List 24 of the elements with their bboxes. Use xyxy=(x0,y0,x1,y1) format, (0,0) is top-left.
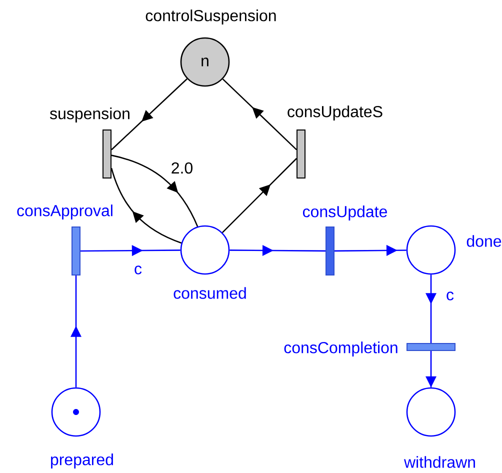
arc xyxy=(230,244,326,256)
arc xyxy=(111,154,198,227)
arc xyxy=(222,78,297,150)
arc xyxy=(222,158,297,234)
node-label: consUpdateS xyxy=(288,106,382,120)
edge-label: c xyxy=(133,264,143,276)
arc xyxy=(426,274,436,343)
edge-label: 2.0 xyxy=(170,161,194,175)
node-label: withdrawn xyxy=(404,456,475,468)
arc xyxy=(111,78,188,150)
edge-label: c xyxy=(445,290,455,302)
node-label: consCompletion xyxy=(284,342,398,356)
node-label: consApproval xyxy=(17,204,112,220)
arc xyxy=(110,168,182,244)
arc xyxy=(426,351,436,388)
node-label: suspension xyxy=(50,108,130,122)
node-label: prepared xyxy=(51,454,113,468)
node-label: consumed xyxy=(174,287,246,299)
arc xyxy=(80,245,180,256)
node-label: done xyxy=(466,235,502,247)
arc xyxy=(70,276,82,388)
arc xyxy=(334,244,406,256)
node-label: consUpdate xyxy=(302,206,387,220)
node-label: controlSuspension xyxy=(146,10,276,24)
